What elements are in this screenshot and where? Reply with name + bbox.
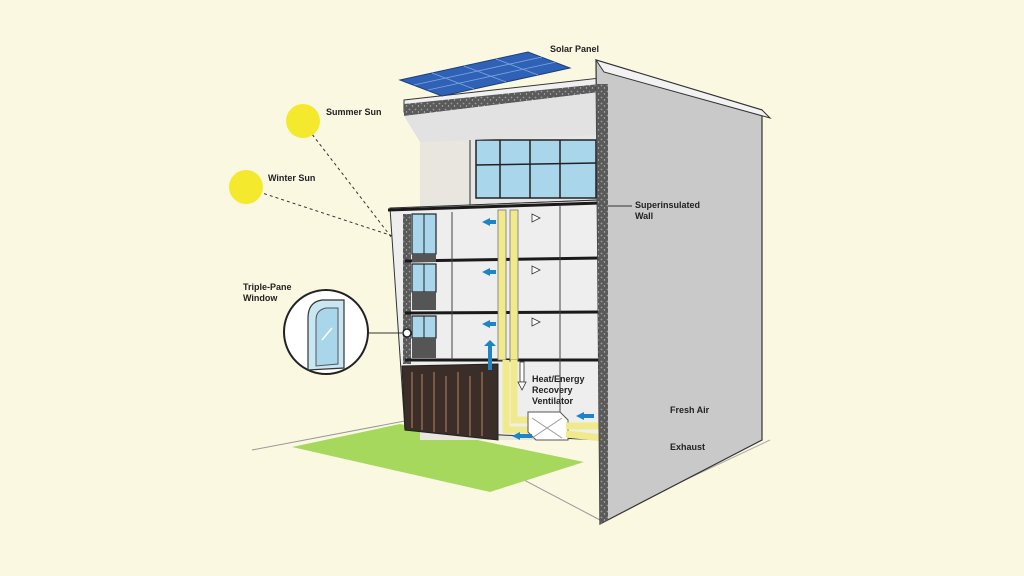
sun-rays [246,124,406,256]
fresh-air-label: Fresh Air [670,405,710,415]
winter-sun-label: Winter Sun [268,173,316,183]
exhaust-label: Exhaust [670,442,706,452]
summer-sun-icon [286,104,320,138]
wall-insulation-edge [596,84,608,524]
roof-slab-edge [404,84,600,116]
superinsulated-wall-label: Superinsulated Wall [635,200,701,221]
facade-windows [411,213,437,358]
wall-top-cap [594,59,772,119]
roof-underside [404,92,600,142]
solar-panel-icon [398,51,572,97]
garage-panel [401,363,499,441]
solar-panel-label: Solar Panel [550,44,600,54]
facade-insulation-strip [403,214,411,364]
superinsulated-wall [595,59,763,525]
winter-sun-icon [229,170,263,204]
fresh-air-arrow-icon [482,218,658,440]
hrv-unit-icon [527,411,569,441]
summer-sun-label: Summer Sun [326,107,382,117]
hrv-label: Heat/Energy Recovery Ventilator [532,374,585,406]
triple-pane-window-icon [283,289,369,375]
window-callout-dot [402,328,412,338]
label-leaders [368,205,632,334]
triple-pane-window-label: Triple-Pane Window [243,282,292,303]
lawn [292,424,584,492]
upper-window-band [475,139,597,199]
interior-partitions [451,205,561,440]
